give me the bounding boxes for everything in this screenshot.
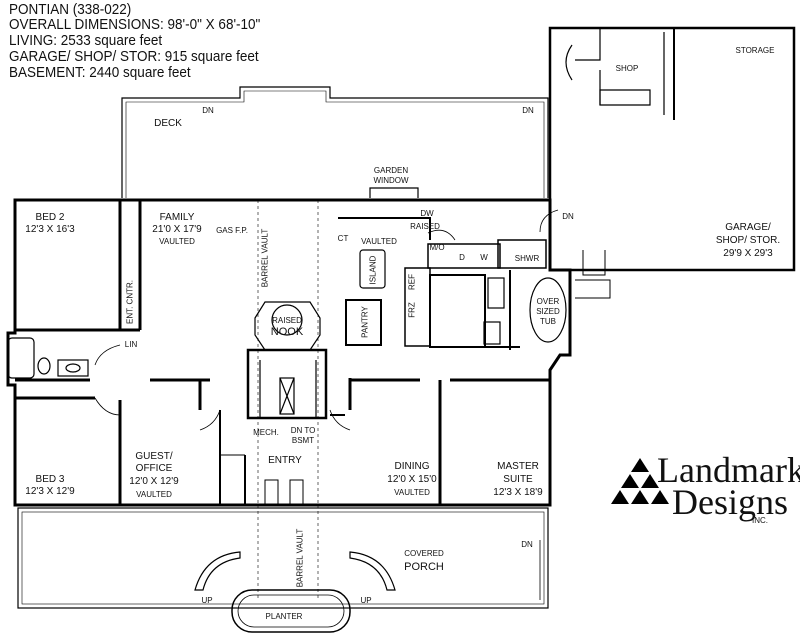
garage-walls — [548, 26, 796, 272]
label-shwr: SHWR — [514, 254, 540, 263]
label-frz: FRZ — [407, 302, 417, 318]
label-pantry: PANTRY — [360, 306, 370, 338]
label-bed3: BED 3 — [35, 474, 65, 485]
label-master-size: 12'3 X 18'9 — [493, 487, 543, 498]
label-dn-deck-right: DN — [522, 106, 534, 115]
label-garden-window-2: WINDOW — [373, 176, 409, 185]
logo-inc: INC. — [752, 516, 768, 525]
label-over-3: TUB — [540, 317, 556, 326]
label-garage-1: GARAGE/ — [725, 222, 771, 233]
label-dn-to-bsmt-1: DN TO — [290, 426, 316, 435]
label-entry: ENTRY — [268, 455, 302, 466]
label-dining-vaulted: VAULTED — [394, 488, 430, 497]
label-raised-nook-2: NOOK — [270, 326, 304, 338]
label-master-1: MASTER — [497, 461, 539, 472]
label-ent-cntr: ENT. CNTR. — [125, 280, 135, 324]
logo-landmark: Landmark — [657, 450, 800, 490]
nook-bay — [254, 301, 321, 351]
overall-dimensions: OVERALL DIMENSIONS: 98'-0" X 68'-10" — [9, 16, 261, 33]
label-ref: REF — [407, 274, 417, 290]
label-mech: MECH. — [253, 428, 279, 437]
label-island: ISLAND — [368, 255, 378, 285]
label-over-2: SIZED — [536, 307, 560, 316]
label-family-vaulted: VAULTED — [159, 237, 195, 246]
label-vaulted-kitchen: VAULTED — [361, 237, 397, 246]
label-family: FAMILY — [159, 212, 195, 223]
label-porch: PORCH — [404, 561, 444, 573]
label-garage-size: 29'9 X 29'3 — [723, 248, 773, 259]
label-dn-porch: DN — [521, 540, 533, 549]
plan-title: PONTIAN (338-022) — [9, 1, 132, 18]
label-storage: STORAGE — [735, 46, 775, 55]
label-bed3-size: 12'3 X 12'9 — [25, 486, 75, 497]
label-mo: M/O — [429, 243, 445, 252]
logo-designs: Designs — [672, 482, 788, 522]
label-guest-size: 12'0 X 12'9 — [129, 476, 179, 487]
label-deck: DECK — [154, 118, 182, 129]
label-gas-fp: GAS F.P. — [216, 226, 248, 235]
label-planter: PLANTER — [265, 612, 303, 621]
label-raised: RAISED — [410, 222, 440, 231]
logo-triangles-icon — [611, 458, 669, 504]
label-bed2: BED 2 — [35, 212, 65, 223]
label-barrel-vault-lower: BARREL VAULT — [295, 528, 305, 588]
label-family-size: 21'0 X 17'9 — [152, 224, 202, 235]
label-covered: COVERED — [404, 549, 444, 558]
label-dn-garage: DN — [562, 212, 574, 221]
living-area: LIVING: 2533 square feet — [9, 32, 163, 49]
label-raised-nook-1: RAISED — [272, 316, 302, 325]
label-over-1: OVER — [536, 297, 560, 306]
label-guest-1: GUEST/ — [135, 451, 173, 462]
label-up-right: UP — [360, 596, 372, 605]
garage-area: GARAGE/ SHOP/ STOR: 915 square feet — [9, 48, 259, 65]
label-dn-deck-left: DN — [202, 106, 214, 115]
label-w: W — [480, 253, 488, 262]
covered-porch — [17, 507, 549, 609]
deck-railing — [121, 86, 549, 198]
label-dw: DW — [420, 209, 434, 218]
label-guest-vaulted: VAULTED — [136, 490, 172, 499]
label-lin: LIN — [124, 340, 138, 349]
label-dn-to-bsmt-2: BSMT — [291, 436, 315, 445]
label-master-2: SUITE — [503, 474, 533, 485]
label-dining-size: 12'0 X 15'0 — [387, 474, 437, 485]
planter — [231, 589, 351, 633]
label-shop: SHOP — [615, 64, 639, 73]
label-barrel-vault-upper: BARREL VAULT — [260, 228, 270, 288]
label-ct: CT — [337, 234, 349, 243]
label-bed2-size: 12'3 X 16'3 — [25, 224, 75, 235]
label-guest-2: OFFICE — [135, 463, 173, 474]
basement-area: BASEMENT: 2440 square feet — [9, 64, 191, 81]
label-garden-window-1: GARDEN — [373, 166, 409, 175]
label-d: D — [459, 253, 465, 262]
label-dining: DINING — [394, 461, 430, 472]
label-up-left: UP — [201, 596, 213, 605]
label-garage-2: SHOP/ STOR. — [715, 235, 781, 246]
